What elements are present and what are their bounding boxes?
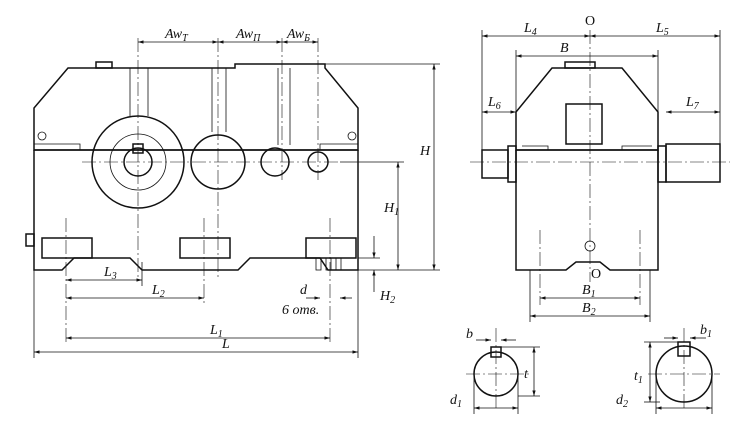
left-shaft-collar [507, 145, 517, 183]
l3-label: L3 [103, 265, 117, 282]
l5-label: L5 [655, 21, 669, 38]
front-lower-housing [33, 150, 359, 271]
height-dimensions: H H1 H2 [325, 63, 440, 306]
section-d1: b t d1 [450, 327, 540, 414]
side-window [565, 103, 603, 145]
front-center-lines [65, 38, 340, 345]
length-dimensions: L L1 L2 L3 d 6 отв. [33, 262, 359, 358]
l-label: L [221, 337, 230, 352]
t-label: t [524, 367, 529, 382]
l2-label: L2 [151, 283, 165, 300]
side-dimensions: L4 L5 B L6 L7 B1 B2 [481, 21, 721, 322]
l4-label: L4 [523, 21, 537, 38]
right-shaft [665, 143, 721, 183]
front-view [25, 38, 359, 345]
l1-label: L1 [209, 323, 223, 340]
foot-pad-right [305, 237, 357, 259]
right-shaft-collar [657, 145, 667, 183]
key-b1-label: b1 [700, 323, 712, 340]
foot-pad-mid [179, 237, 231, 259]
front-upper-housing [33, 63, 359, 151]
aw-dimensions: AwТ AwП AwБ [138, 27, 318, 44]
o-bottom-label: O [591, 267, 601, 282]
aw-t-label: AwТ [164, 27, 189, 44]
front-lifting-lug [95, 61, 113, 69]
side-upper-housing [515, 67, 659, 151]
front-right-bolt [347, 131, 357, 141]
foot-pad-left [41, 237, 93, 259]
side-lower-housing [515, 150, 659, 271]
holes-label: 6 отв. [282, 303, 319, 318]
h1-label: H1 [383, 201, 399, 218]
l6-label: L6 [487, 95, 501, 112]
d2-label: d2 [616, 393, 628, 410]
foot-bolts [315, 257, 342, 271]
h2-label: H2 [379, 289, 395, 306]
side-lug [564, 61, 596, 69]
d1-label: d1 [450, 393, 462, 410]
h-label: H [419, 144, 431, 159]
front-left-bolt [37, 131, 47, 141]
l7-label: L7 [685, 95, 700, 112]
b1-label: B1 [582, 283, 596, 300]
b2-label: B2 [582, 301, 596, 318]
side-center-lines [470, 30, 730, 305]
aw-p-label: AwП [235, 27, 261, 44]
left-shaft [481, 149, 509, 179]
d-label: d [300, 283, 308, 298]
t1-label: t1 [634, 369, 643, 386]
o-top-label: O [585, 14, 595, 29]
oil-plug [25, 233, 35, 247]
aw-b-label: AwБ [286, 27, 310, 44]
front-ribs [129, 68, 291, 145]
side-view: O O [470, 14, 730, 305]
b-label: B [560, 41, 569, 56]
key-b-label: b [466, 327, 473, 342]
section-d2: b1 t1 d2 [616, 323, 720, 414]
